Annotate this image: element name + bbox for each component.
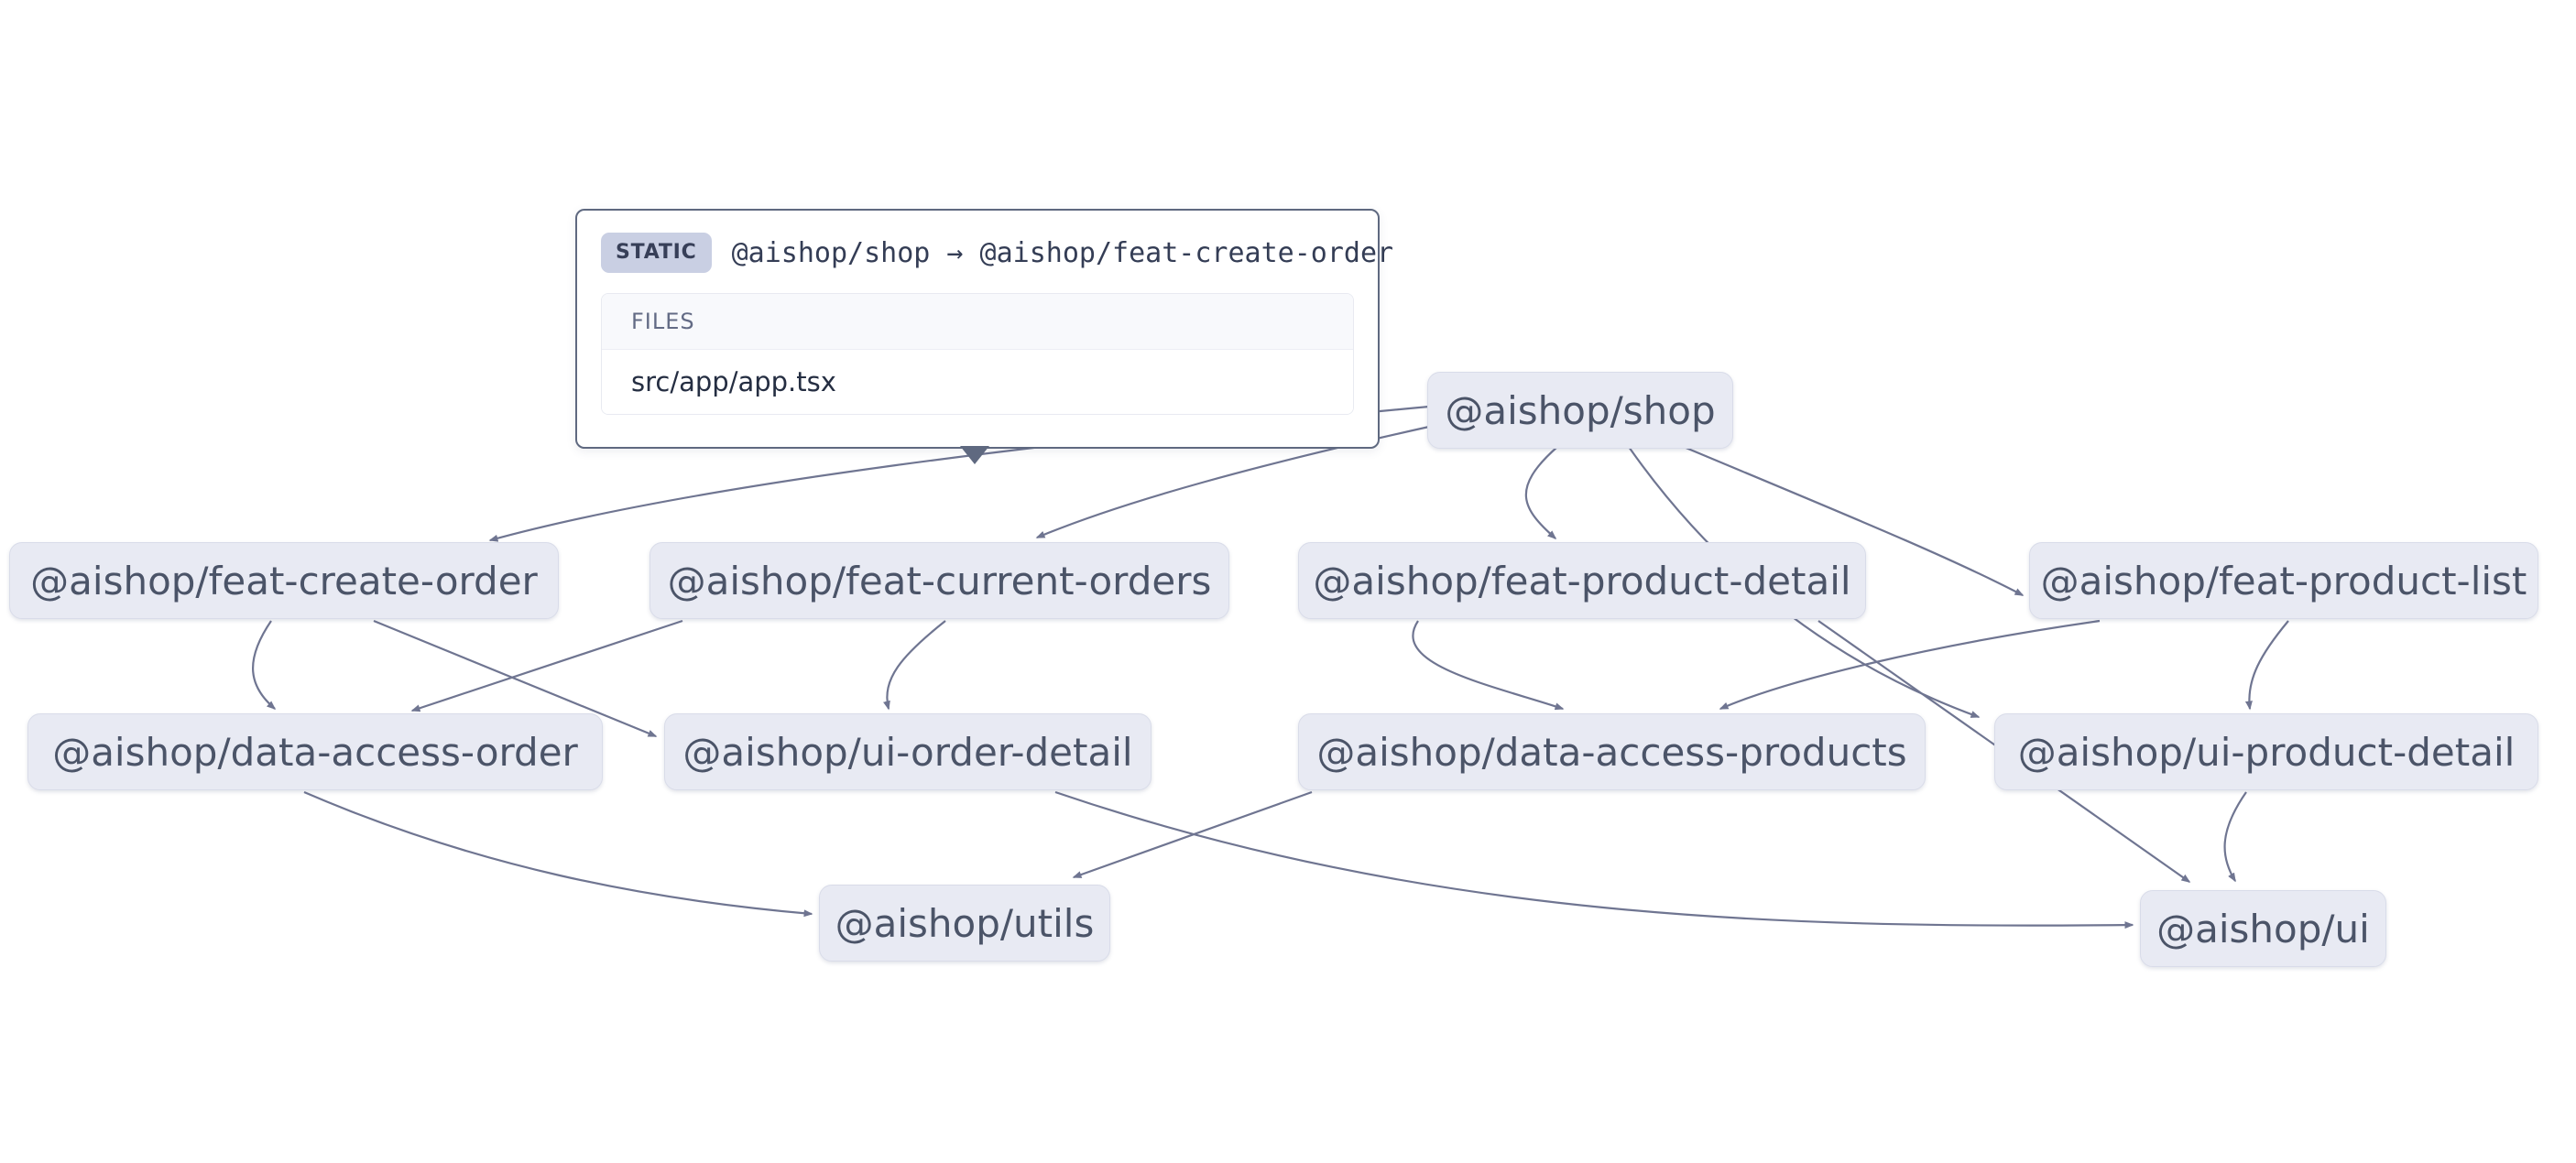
graph-node-ui[interactable]: @aishop/ui xyxy=(2140,890,2386,967)
graph-node-ui-order-detail[interactable]: @aishop/ui-order-detail xyxy=(664,713,1152,790)
edge-tooltip: STATIC @aishop/shop → @aishop/feat-creat… xyxy=(575,209,1393,464)
tooltip-caret-down-icon xyxy=(960,446,989,464)
tooltip-header: STATIC @aishop/shop → @aishop/feat-creat… xyxy=(601,233,1393,273)
graph-node-shop[interactable]: @aishop/shop xyxy=(1427,372,1733,449)
graph-node-utils[interactable]: @aishop/utils xyxy=(819,885,1110,962)
graph-node-feat-product-detail[interactable]: @aishop/feat-product-detail xyxy=(1298,542,1866,619)
edge-type-badge: STATIC xyxy=(601,233,712,273)
graph-edge-shop--feat-product-list[interactable] xyxy=(1683,445,2025,596)
edge-title: @aishop/shop → @aishop/feat-create-order xyxy=(731,236,1394,269)
graph-edge-feat-current-orders--ui-order-detail[interactable] xyxy=(883,620,946,711)
graph-node-ui-product-detail[interactable]: @aishop/ui-product-detail xyxy=(1994,713,2538,790)
files-header-label: FILES xyxy=(602,294,1353,350)
graph-node-data-access-products[interactable]: @aishop/data-access-products xyxy=(1298,713,1926,790)
graph-node-feat-current-orders[interactable]: @aishop/feat-current-orders xyxy=(649,542,1229,619)
graph-edge-ui-order-detail--ui[interactable] xyxy=(1054,790,2134,929)
graph-edge-data-access-order--utils[interactable] xyxy=(303,790,813,918)
file-path-item: src/app/app.tsx xyxy=(602,350,1353,414)
graph-edge-feat-current-orders--data-access-order[interactable] xyxy=(410,619,683,712)
graph-node-feat-create-order[interactable]: @aishop/feat-create-order xyxy=(9,542,559,619)
graph-edge-shop--feat-product-detail[interactable] xyxy=(1524,446,1558,539)
graph-edge-feat-product-detail--data-access-products[interactable] xyxy=(1412,620,1565,711)
graph-edge-feat-create-order--ui-order-detail[interactable] xyxy=(373,619,658,738)
graph-edge-ui-product-detail--ui[interactable] xyxy=(2223,791,2247,883)
graph-edge-feat-product-list--ui-product-detail[interactable] xyxy=(2244,620,2289,711)
graph-edge-feat-create-order--data-access-order[interactable] xyxy=(251,620,277,710)
files-panel: FILES src/app/app.tsx xyxy=(601,293,1354,415)
graph-node-feat-product-list[interactable]: @aishop/feat-product-list xyxy=(2029,542,2538,619)
graph-node-data-access-order[interactable]: @aishop/data-access-order xyxy=(27,713,603,790)
graph-edge-feat-product-list--data-access-products[interactable] xyxy=(1719,619,2101,711)
